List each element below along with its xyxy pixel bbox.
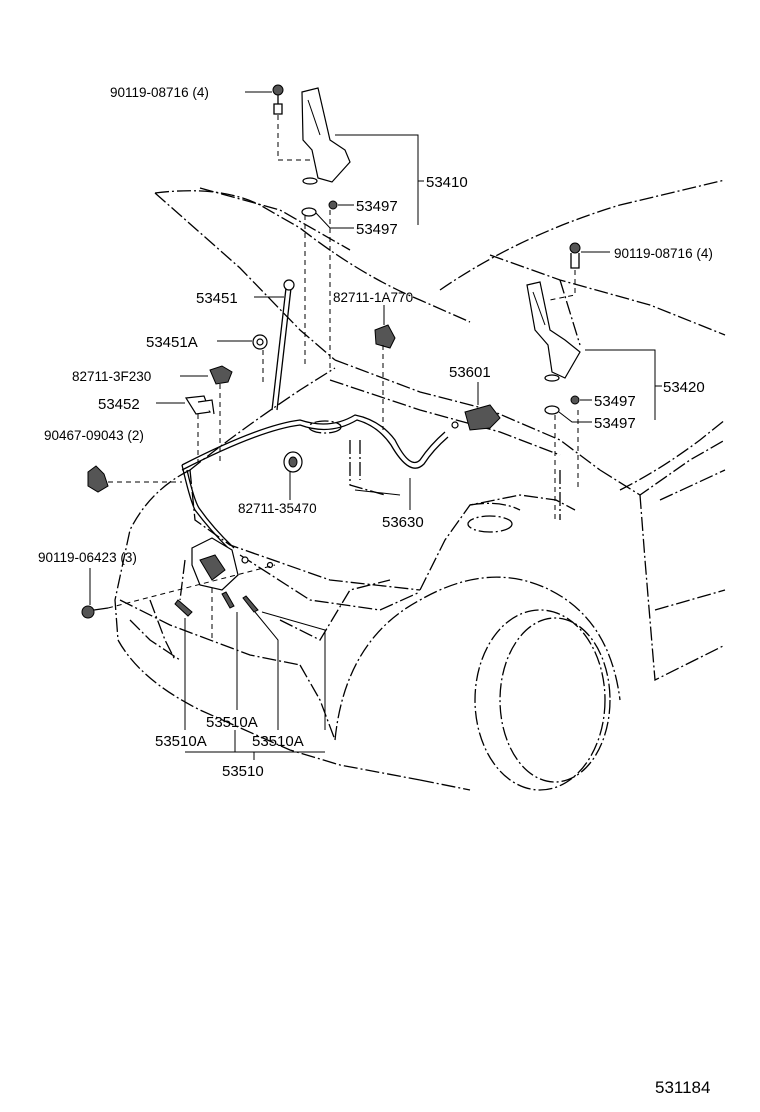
small-parts (81, 324, 501, 619)
label-bolt-top: 90119-08716 (4) (110, 85, 209, 100)
label-bolt-right: 90119-08716 (4) (614, 246, 713, 261)
label-hinge-left: 53410 (426, 174, 468, 191)
hood-hinge-right (526, 242, 581, 415)
hood-hinge-left (272, 84, 351, 217)
label-hinge-right: 53420 (663, 379, 705, 396)
label-clip-09043: 90467-09043 (2) (44, 428, 144, 443)
label-clip-1a770: 82711-1A770 (333, 290, 413, 305)
label-washer-r1: 53497 (594, 393, 636, 410)
cable-routing (181, 279, 449, 551)
car-body-outline (114, 179, 726, 791)
label-clip-35470: 82711-35470 (238, 501, 317, 516)
label-cable: 53630 (382, 514, 424, 531)
label-grommet: 53451A (146, 334, 198, 351)
label-lock-a3: 53510A (252, 733, 304, 750)
label-lever: 53601 (449, 364, 491, 381)
label-holder: 53452 (98, 396, 140, 413)
label-support-rod: 53451 (196, 290, 238, 307)
label-lock-a1: 53510A (206, 714, 258, 731)
label-bolt-lock: 90119-06423 (3) (38, 550, 137, 565)
label-washer-l2: 53497 (356, 221, 398, 238)
figure-number: 531184 (655, 1078, 710, 1097)
label-lock-assy: 53510 (222, 763, 264, 780)
label-washer-l1: 53497 (356, 198, 398, 215)
label-clip-3f230: 82711-3F230 (72, 369, 151, 384)
part-labels: 90119-08716 (4) 53410 53497 53497 90119-… (38, 85, 713, 1097)
label-lock-a2: 53510A (155, 733, 207, 750)
locator-lines (107, 115, 579, 640)
leader-lines (89, 91, 662, 760)
label-washer-r2: 53497 (594, 415, 636, 432)
